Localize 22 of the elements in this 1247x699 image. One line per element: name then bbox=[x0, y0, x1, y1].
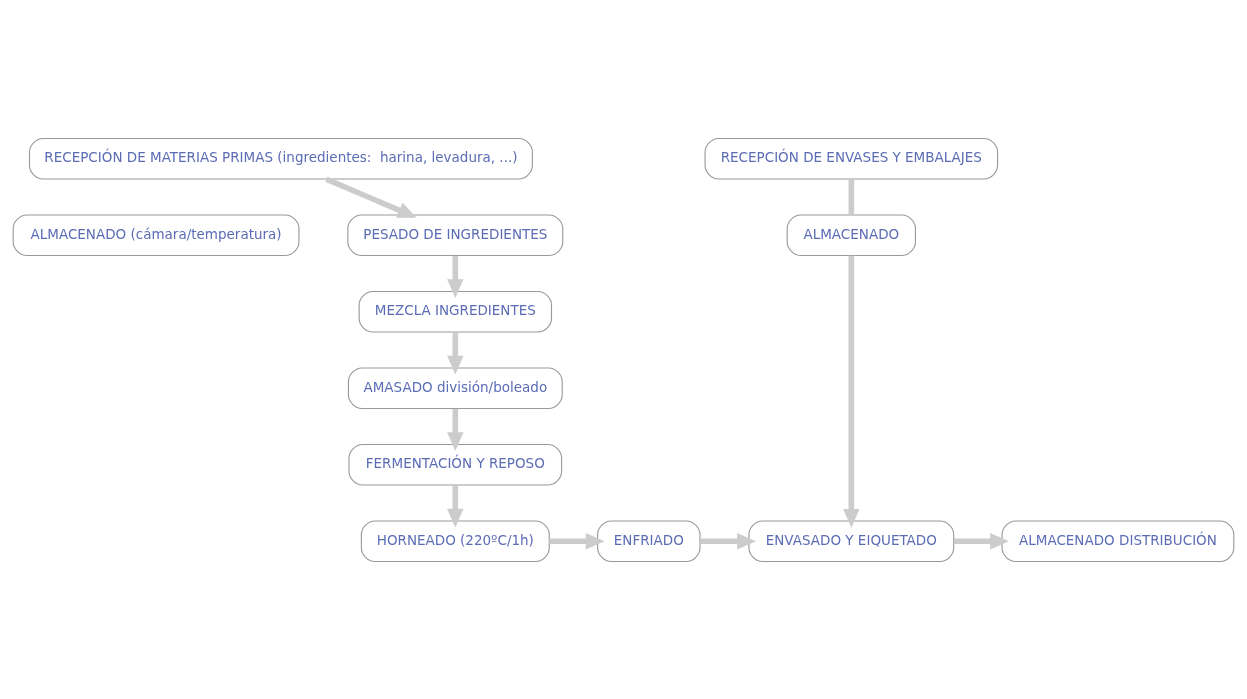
node-box: ENFRIADO bbox=[597, 519, 701, 562]
node-box: RECEPCIÓN DE MATERIAS PRIMAS (ingredientes: harina, levadura, ...) bbox=[28, 137, 533, 180]
arrow bbox=[953, 532, 1009, 549]
arrow bbox=[549, 532, 605, 549]
node-box: RECEPCIÓN DE ENVASES Y EMBALAJES bbox=[704, 137, 999, 180]
arrow bbox=[447, 408, 464, 451]
node-box: HORNEADO (220ºC/1h) bbox=[360, 519, 550, 562]
node-box: ENVASADO Y EIQUETADO bbox=[748, 519, 955, 562]
node-box: AMASADO división/boleado bbox=[347, 366, 563, 409]
node-box: PESADO DE INGREDIENTES bbox=[347, 213, 564, 256]
arrow bbox=[447, 331, 464, 374]
arrow bbox=[447, 255, 464, 298]
arrow bbox=[447, 484, 464, 527]
arrow bbox=[325, 176, 417, 218]
node-box: MEZCLA INGREDIENTES bbox=[358, 290, 553, 333]
node-box: FERMENTACIÓN Y REPOSO bbox=[348, 443, 563, 486]
node-box: ALMACENADO (cámara/temperatura) bbox=[12, 213, 300, 256]
node-box: ALMACENADO DISTRIBUCIÓN bbox=[1001, 519, 1235, 562]
arrow bbox=[700, 532, 756, 549]
arrow bbox=[843, 255, 860, 528]
node-box: ALMACENADO bbox=[786, 213, 916, 256]
connector bbox=[848, 178, 855, 214]
